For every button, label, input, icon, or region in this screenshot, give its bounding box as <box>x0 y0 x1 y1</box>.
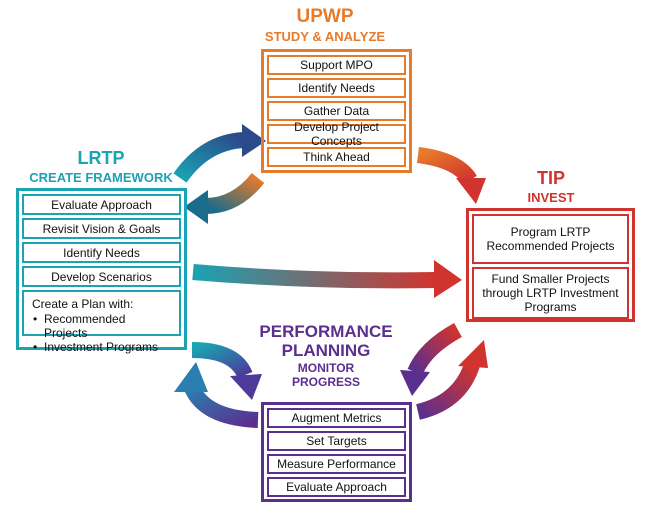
arrow-lrtp-to-upwp-head <box>242 124 266 157</box>
upwp-item-identify-needs: Identify Needs <box>267 78 406 98</box>
arrow-upwp-to-tip <box>416 147 477 185</box>
arrow-lrtp-to-upwp <box>173 132 245 183</box>
upwp-title-block: UPWP STUDY & ANALYZE <box>240 6 410 44</box>
perf-title-line2: PLANNING <box>281 341 371 360</box>
upwp-item-think-ahead: Think Ahead <box>267 147 406 167</box>
perf-subtitle-line2: PROGRESS <box>291 375 360 389</box>
lrtp-item-evaluate-approach: Evaluate Approach <box>22 194 181 215</box>
arrow-lrtp-to-perf-head <box>230 374 262 400</box>
arrow-lrtp-to-tip <box>192 264 437 289</box>
lrtp-title-block: LRTP CREATE FRAMEWORK <box>14 148 188 185</box>
tip-title-block: TIP INVEST <box>468 168 634 205</box>
lrtp-box: Evaluate Approach Revisit Vision & Goals… <box>16 188 187 354</box>
lrtp-plan-bullet-recommended-projects: Recommended Projects <box>33 312 171 340</box>
arrow-tip-to-perf <box>407 322 462 376</box>
upwp-item-gather-data: Gather Data <box>267 101 406 121</box>
arrow-upwp-to-lrtp-head <box>184 190 208 224</box>
lrtp-subtitle: CREATE FRAMEWORK <box>29 170 173 185</box>
perf-title-block: PERFORMANCE PLANNING MONITOR PROGRESS <box>240 322 412 389</box>
perf-item-evaluate-approach: Evaluate Approach <box>267 477 406 497</box>
tip-box: Program LRTP Recommended Projects Fund S… <box>466 208 635 322</box>
tip-item-fund-smaller-projects: Fund Smaller Projects through LRTP Inves… <box>472 267 629 319</box>
lrtp-item-create-plan: Create a Plan with: Recommended Projects… <box>22 290 181 354</box>
tip-subtitle: INVEST <box>527 190 575 205</box>
arrow-perf-to-tip-head <box>458 340 488 368</box>
arrow-upwp-to-lrtp <box>205 172 265 214</box>
upwp-box: Support MPO Identify Needs Gather Data D… <box>261 49 412 173</box>
arrow-perf-to-lrtp-head <box>174 362 208 392</box>
tip-item-program-lrtp-projects: Program LRTP Recommended Projects <box>472 214 629 264</box>
upwp-item-support-mpo: Support MPO <box>267 55 406 75</box>
arrow-perf-to-tip <box>415 362 480 420</box>
lrtp-plan-bullet-investment-programs: Investment Programs <box>33 340 171 354</box>
lrtp-item-identify-needs: Identify Needs <box>22 242 181 263</box>
upwp-title: UPWP <box>296 6 354 27</box>
arrow-tip-to-perf-head <box>400 370 430 396</box>
lrtp-title: LRTP <box>77 148 125 168</box>
perf-item-augment-metrics: Augment Metrics <box>267 408 406 428</box>
lrtp-plan-list: Recommended Projects Investment Programs <box>32 312 171 354</box>
lrtp-item-develop-scenarios: Develop Scenarios <box>22 266 181 287</box>
arrow-perf-to-lrtp <box>184 384 259 428</box>
perf-subtitle-line1: MONITOR <box>297 361 355 375</box>
tip-title: TIP <box>536 168 565 188</box>
perf-title-line1: PERFORMANCE <box>259 322 393 341</box>
lrtp-plan-heading: Create a Plan with: <box>32 297 134 311</box>
upwp-subtitle: STUDY & ANALYZE <box>264 29 386 44</box>
upwp-item-develop-project-concepts: Develop Project Concepts <box>267 120 406 148</box>
lrtp-item-revisit-vision-goals: Revisit Vision & Goals <box>22 218 181 239</box>
arrow-lrtp-to-tip-head <box>434 260 462 298</box>
arrow-lrtp-to-perf <box>191 342 253 379</box>
arrow-upwp-to-tip-head <box>456 178 486 204</box>
perf-item-measure-performance: Measure Performance <box>267 454 406 474</box>
perf-item-set-targets: Set Targets <box>267 431 406 451</box>
perf-box: Augment Metrics Set Targets Measure Perf… <box>261 402 412 502</box>
